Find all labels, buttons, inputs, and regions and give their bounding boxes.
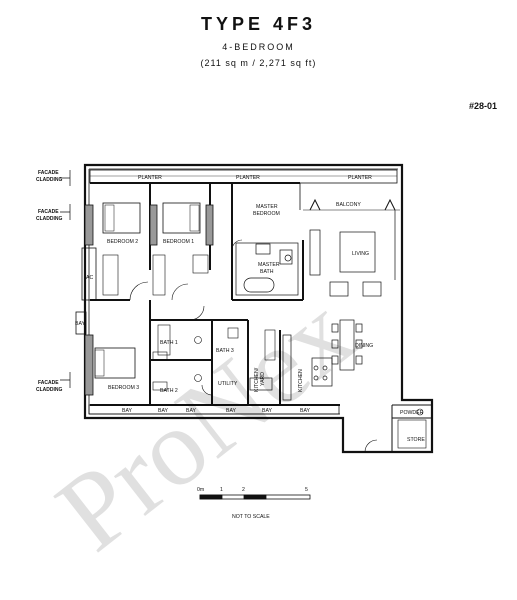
bath-3-label: BATH 3: [216, 348, 234, 354]
kitchen-label: KITCHEN: [298, 369, 304, 392]
master-bath-label-2: BATH: [260, 269, 274, 275]
scale-tick-0: 0m: [197, 487, 204, 493]
scale-labels: 0m 1 2 5 NOT TO SCALE: [197, 487, 308, 520]
living-label: LIVING: [352, 251, 369, 257]
kitchen-yard-label-2: YARD: [260, 372, 266, 386]
bath-2-label: BATH 2: [160, 388, 178, 394]
planter-label-3: PLANTER: [348, 175, 372, 181]
dining-label: DINING: [355, 343, 373, 349]
utility-label: UTILITY: [218, 381, 238, 387]
unit-number: #28-01: [468, 101, 497, 111]
balcony-glazing: [303, 198, 400, 211]
facade-label-mid: FACADE: [38, 209, 59, 215]
bedroom-3-label: BEDROOM 3: [108, 385, 139, 391]
scale-tick-1: 1: [220, 487, 223, 493]
master-bath-label: MASTER: [258, 262, 280, 268]
bay-label-2: BAY: [158, 408, 169, 414]
scale-tick-2: 2: [242, 487, 245, 493]
bed-bedroom-2: [102, 202, 141, 234]
facade-label-bot-2: CLADDING: [36, 387, 62, 393]
door-swings: [129, 239, 378, 453]
plan-subtitle: 4-BEDROOM: [222, 42, 295, 52]
plan-area: (211 sq m / 2,271 sq ft): [200, 58, 317, 68]
master-bath-fixtures: [235, 242, 299, 296]
master-bedroom-label-2: BEDROOM: [253, 211, 280, 217]
ac-label: AC: [86, 275, 93, 281]
room-labels: FACADE CLADDING FACADE CLADDING FACADE C…: [36, 170, 425, 443]
bay-label-4: BAY: [226, 408, 237, 414]
bay-label-side: BAY: [75, 321, 86, 327]
bay-label-6: BAY: [300, 408, 311, 414]
bay-strip: [88, 404, 340, 415]
living-furniture: [309, 210, 396, 297]
kitchen-counters: [249, 334, 333, 401]
scale-note: NOT TO SCALE: [232, 514, 270, 520]
bay-label-3: BAY: [186, 408, 197, 414]
store-label: STORE: [407, 437, 425, 443]
bay-label-5: BAY: [262, 408, 273, 414]
bath-1-label: BATH 1: [160, 340, 178, 346]
planter-label-2: PLANTER: [236, 175, 260, 181]
powder-label: POWDER: [400, 410, 424, 416]
facade-label-top: FACADE: [38, 170, 59, 176]
bedroom-2-label: BEDROOM 2: [107, 239, 138, 245]
wardrobes: [102, 254, 209, 356]
master-bedroom-label: MASTER: [256, 204, 278, 210]
bed-bedroom-1: [162, 202, 201, 234]
bath-fixtures: [152, 327, 276, 391]
scale-tick-5: 5: [305, 487, 308, 493]
cladding-panels: [84, 204, 214, 396]
bed-bedroom-3: [94, 347, 136, 379]
balcony-label: BALCONY: [336, 202, 361, 208]
cladding-arrows: [60, 170, 71, 388]
bedroom-1-label: BEDROOM 1: [163, 239, 194, 245]
scale-bar: [199, 494, 311, 500]
kitchen-yard-label: KITCHEN/: [254, 367, 260, 392]
planter-label-1: PLANTER: [138, 175, 162, 181]
bay-label-1: BAY: [122, 408, 133, 414]
facade-label-bot: FACADE: [38, 380, 59, 386]
facade-label-mid-2: CLADDING: [36, 216, 62, 222]
dining-table: [331, 319, 363, 371]
ac-ledge: [75, 247, 97, 335]
powder-store: [397, 408, 427, 449]
facade-label-top-2: CLADDING: [36, 177, 62, 183]
plan-title: TYPE 4F3: [200, 14, 317, 34]
